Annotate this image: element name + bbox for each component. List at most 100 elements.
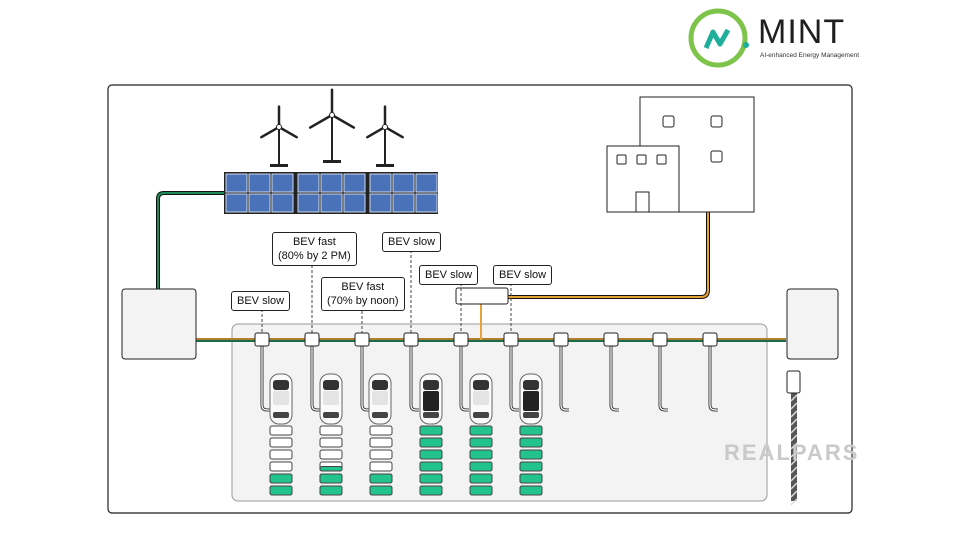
solar-cell — [248, 173, 271, 193]
realpars-watermark: REALPARS — [724, 440, 860, 465]
logo-wordmark: MINT — [758, 13, 846, 51]
solar-cell — [271, 173, 294, 193]
charger-box — [652, 332, 668, 347]
label-bev-slow-3: BEV slow — [419, 265, 479, 285]
solar-cell — [297, 193, 320, 213]
solar-cell — [415, 193, 438, 213]
charger-box — [503, 332, 519, 347]
pole-stripe — [790, 474, 798, 482]
battery-cell-fill — [419, 449, 443, 460]
battery-cell — [369, 425, 393, 436]
solar-cell — [297, 173, 320, 193]
charger-9 — [652, 332, 668, 412]
car-2-icon — [319, 373, 343, 425]
pole-stripe — [790, 490, 798, 498]
pole-stripe — [790, 434, 798, 442]
battery-cell-fill — [469, 485, 493, 496]
charger-3 — [354, 332, 370, 412]
battery-cell-fill — [269, 473, 293, 484]
label-line: BEV slow — [499, 269, 547, 281]
car-4-icon — [419, 373, 443, 425]
battery-indicator-3 — [369, 425, 393, 496]
pole-stripe — [790, 410, 798, 418]
pole-stripe — [790, 426, 798, 434]
wind-turbine-icon — [308, 88, 356, 163]
battery-cell-fill — [419, 473, 443, 484]
battery-cell — [369, 461, 393, 472]
mint-logo-icon — [688, 8, 749, 68]
battery-cell — [269, 425, 293, 436]
orange-cable — [508, 212, 709, 298]
charger-box — [553, 332, 569, 347]
solar-cell — [225, 193, 248, 213]
battery-cell-fill — [419, 437, 443, 448]
solar-cell — [271, 193, 294, 213]
building — [606, 96, 755, 213]
label-line: BEV slow — [237, 295, 285, 307]
battery-indicator-6 — [519, 425, 543, 496]
charger-box — [403, 332, 419, 347]
green-cable — [157, 192, 226, 289]
pole-stripe — [790, 450, 798, 458]
pole-stripe — [790, 402, 798, 410]
pole-meter — [786, 370, 801, 394]
battery-cell — [319, 437, 343, 448]
charger-2 — [304, 332, 320, 412]
label-line: (80% by 2 PM) — [278, 250, 351, 262]
battery-indicator-2 — [319, 425, 343, 496]
solar-cell — [369, 173, 392, 193]
pole-stripe — [790, 418, 798, 426]
battery-cell — [269, 437, 293, 448]
charger-box — [254, 332, 270, 347]
label-line: BEV slow — [425, 269, 473, 281]
solar-cell — [369, 193, 392, 213]
battery-cell-fill — [319, 485, 343, 496]
pole-stripe — [790, 442, 798, 450]
charger-box — [453, 332, 469, 347]
pole-stripe — [790, 394, 798, 402]
battery-cell-fill — [519, 473, 543, 484]
wind-turbine-icon — [366, 105, 404, 167]
grid-inverter-box — [121, 288, 197, 360]
charger-box — [304, 332, 320, 347]
car-1-icon — [269, 373, 293, 425]
charger-1 — [254, 332, 270, 412]
battery-indicator-1 — [269, 425, 293, 496]
battery-cell-fill — [469, 461, 493, 472]
label-line: (70% by noon) — [327, 295, 399, 307]
label-bev-slow-2: BEV slow — [382, 232, 442, 252]
battery-cell-fill — [519, 485, 543, 496]
battery-cell — [269, 461, 293, 472]
charger-box — [603, 332, 619, 347]
car-3-icon — [368, 373, 392, 425]
pole-stripe — [790, 482, 798, 490]
solar-cell — [225, 173, 248, 193]
parking-area — [231, 323, 768, 502]
wind-turbines — [260, 88, 404, 167]
battery-cell-fill — [419, 425, 443, 436]
charger-box — [354, 332, 370, 347]
solar-cell — [343, 193, 366, 213]
label-line: BEV fast — [341, 281, 385, 293]
solar-array — [224, 172, 438, 214]
battery-cell-fill — [469, 473, 493, 484]
charger-box — [702, 332, 718, 347]
battery-indicator-5 — [469, 425, 493, 496]
solar-cell — [415, 173, 438, 193]
battery-cell — [319, 425, 343, 436]
label-bev-slow-1: BEV slow — [231, 291, 291, 311]
wind-turbine-icon — [260, 105, 298, 167]
charger-10 — [702, 332, 718, 412]
battery-cell-fill — [319, 473, 343, 484]
label-leader-lines — [261, 250, 512, 333]
pole-stripe — [790, 458, 798, 466]
charger-8 — [603, 332, 619, 412]
label-line: BEV slow — [388, 236, 436, 248]
solar-cell — [392, 173, 415, 193]
battery-indicator-4 — [419, 425, 443, 496]
label-line: BEV fast — [292, 236, 336, 248]
charger-7 — [553, 332, 569, 412]
charging-stations — [254, 332, 718, 412]
label-bev-fast-1: BEV fast (80% by 2 PM) — [272, 232, 357, 266]
